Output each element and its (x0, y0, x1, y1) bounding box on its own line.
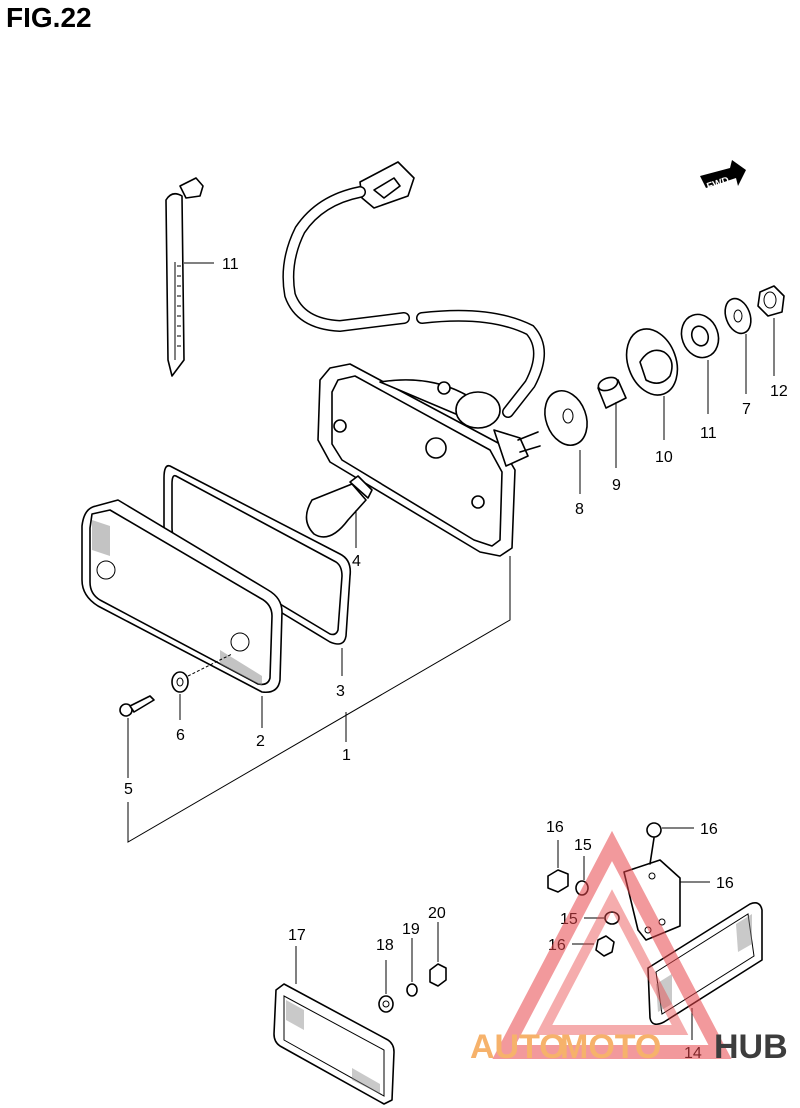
part-16-nut-bottom (595, 935, 615, 957)
part-2-lens (81, 499, 283, 694)
part-17-bracket (623, 859, 681, 941)
callout-17: 16 (716, 875, 734, 892)
callout-15a: 15 (574, 837, 592, 854)
callout-11: 11 (700, 425, 717, 442)
part-10-grommet (625, 328, 679, 396)
callout-1: 1 (342, 747, 351, 764)
part-15-washer-bottom (604, 911, 620, 925)
part-5-screw (119, 695, 155, 717)
lamp-housing (317, 363, 541, 557)
callout-12: 12 (770, 383, 788, 400)
part-4-bulb (305, 475, 373, 538)
callout-9: 9 (612, 477, 621, 494)
part-7-washer (724, 297, 752, 335)
callout-19: 17 (288, 927, 306, 944)
part-18-screw (646, 822, 662, 865)
watermark-moto: MOTO (560, 1028, 661, 1066)
part-9-collar (597, 376, 627, 409)
callout-7: 7 (742, 401, 751, 418)
part-22-nut (429, 963, 447, 987)
part-19-reflector (273, 983, 395, 1105)
callout-20: 18 (376, 937, 394, 954)
wiring-harness (282, 161, 545, 418)
callout-3: 3 (336, 683, 345, 700)
figure-title: FIG.22 (6, 2, 92, 33)
part-3-gasket (163, 464, 352, 645)
callout-10: 10 (655, 449, 673, 466)
part-16-nut-top (547, 869, 569, 893)
callout-13: 11 (222, 256, 239, 273)
watermark-auto: AUTO (470, 1028, 566, 1066)
part-6-washer (171, 671, 189, 693)
callout-4: 4 (352, 553, 361, 570)
callout-5: 5 (124, 781, 133, 798)
callout-8: 8 (575, 501, 584, 518)
callout-6: 6 (176, 727, 185, 744)
callout-16a: 16 (546, 819, 564, 836)
fwd-direction-badge: FWD (700, 160, 746, 193)
part-14-reflector (647, 902, 763, 1026)
part-11-nut (680, 313, 720, 359)
callout-2: 2 (256, 733, 265, 750)
callout-18: 16 (700, 821, 718, 838)
assembly-1-leader (127, 556, 511, 843)
part-8-washer (544, 390, 588, 446)
watermark-hub: HUB (714, 1028, 788, 1066)
part-12-nut (757, 285, 785, 317)
part-21-washer (406, 983, 418, 997)
callout-22: 20 (428, 905, 446, 922)
automotohub-watermark: AUTO MOTO HUB (470, 830, 788, 1066)
part-13-cable-tie (165, 177, 204, 377)
part-20-washer (378, 995, 394, 1013)
callout-21: 19 (402, 921, 420, 938)
